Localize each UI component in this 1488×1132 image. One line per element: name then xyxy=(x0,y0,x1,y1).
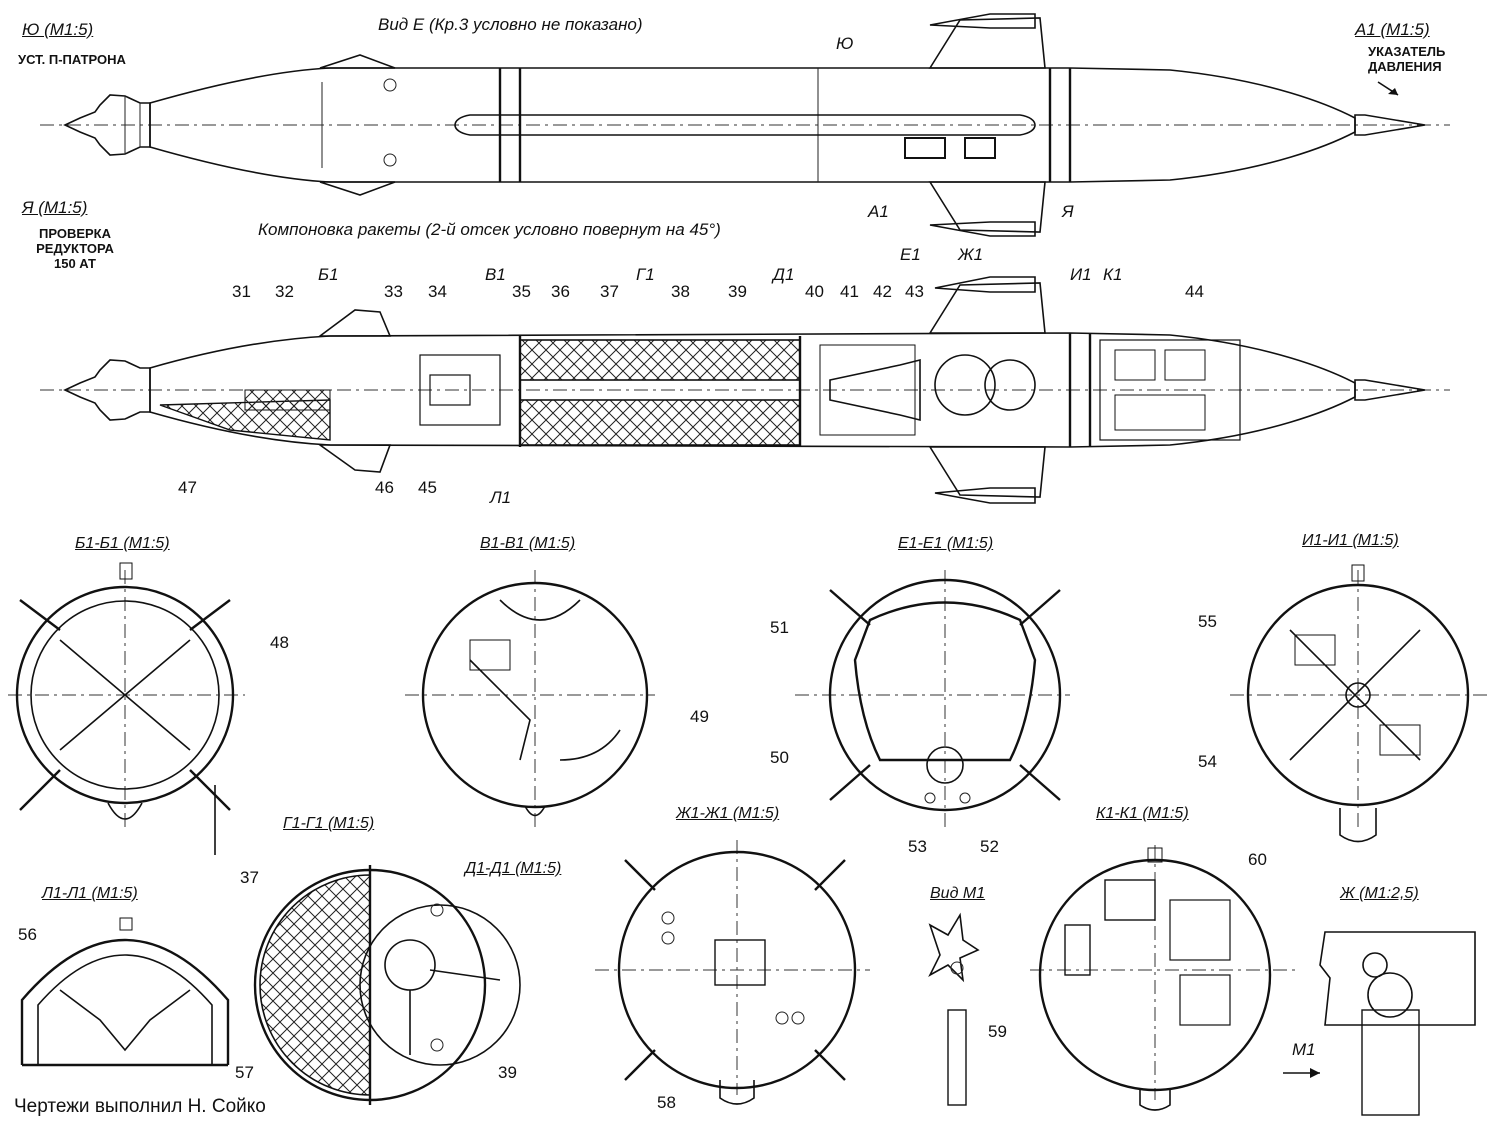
section-zh1-drawing xyxy=(595,840,870,1105)
part-52: 52 xyxy=(980,837,999,856)
layout-caption: Компоновка ракеты (2-й отсек условно пов… xyxy=(258,220,721,239)
part-32: 32 xyxy=(275,282,294,301)
section-b1-drawing xyxy=(8,562,245,855)
cut-i1: И1 xyxy=(1070,265,1092,284)
part-54: 54 xyxy=(1198,752,1217,771)
cut-e1: Е1 xyxy=(900,245,921,264)
part-59: 59 xyxy=(988,1022,1007,1041)
part-43: 43 xyxy=(905,282,924,301)
detail-zh-title: Ж (М1:2,5) xyxy=(1340,885,1419,902)
part-56: 56 xyxy=(18,925,37,944)
section-i1-title: И1-И1 (М1:5) xyxy=(1302,532,1399,549)
cut-yu: Ю xyxy=(836,34,854,53)
part-37-section: 37 xyxy=(240,868,259,887)
arrow-indicator-pressure xyxy=(1377,81,1399,96)
section-k1-title: К1-К1 (М1:5) xyxy=(1096,805,1189,822)
section-b1-title: Б1-Б1 (М1:5) xyxy=(75,535,170,552)
section-zh1-title: Ж1-Ж1 (М1:5) xyxy=(676,805,780,822)
author-credit: Чертежи выполнил Н. Сойко xyxy=(14,1096,266,1117)
cut-m1: М1 xyxy=(1292,1040,1316,1059)
view-ya-note: ПРОВЕРКА РЕДУКТОРА 150 АТ xyxy=(36,226,114,271)
part-57: 57 xyxy=(235,1063,254,1082)
section-i1-drawing xyxy=(1230,564,1488,843)
part-39-section: 39 xyxy=(498,1063,517,1082)
part-35: 35 xyxy=(512,282,531,301)
part-36: 36 xyxy=(551,282,570,301)
section-k1-drawing xyxy=(1030,845,1300,1111)
part-45: 45 xyxy=(418,478,437,497)
part-34: 34 xyxy=(428,282,447,301)
section-l1-drawing xyxy=(20,917,230,1067)
part-33: 33 xyxy=(384,282,403,301)
cut-ya: Я xyxy=(1062,202,1074,221)
cut-d1: Д1 xyxy=(773,265,795,284)
part-51: 51 xyxy=(770,618,789,637)
view-ya-title: Я (М1:5) xyxy=(22,198,88,217)
part-50: 50 xyxy=(770,748,789,767)
layout-section-missile xyxy=(40,276,1450,504)
view-yu-title: Ю (М1:5) xyxy=(22,20,94,39)
part-44: 44 xyxy=(1185,282,1204,301)
section-e1-drawing xyxy=(795,570,1070,830)
view-a1-note: УКАЗАТЕЛЬ ДАВЛЕНИЯ xyxy=(1368,44,1446,74)
part-31: 31 xyxy=(232,282,251,301)
top-view-missile xyxy=(40,13,1450,237)
cut-v1: В1 xyxy=(485,265,506,284)
part-53: 53 xyxy=(908,837,927,856)
vid-e-caption: Вид Е (Кр.3 условно не показано) xyxy=(378,15,643,34)
part-41: 41 xyxy=(840,282,859,301)
cut-l1: Л1 xyxy=(490,488,512,507)
part-38: 38 xyxy=(671,282,690,301)
part-42: 42 xyxy=(873,282,892,301)
vid-m1-drawing xyxy=(928,912,980,1106)
cut-b1: Б1 xyxy=(318,265,339,284)
section-v1-title: В1-В1 (М1:5) xyxy=(480,535,576,552)
cut-a1: А1 xyxy=(868,202,889,221)
part-60: 60 xyxy=(1248,850,1267,869)
cut-g1: Г1 xyxy=(636,265,655,284)
part-58: 58 xyxy=(657,1093,676,1112)
arrow-m1 xyxy=(1283,1068,1320,1078)
part-47: 47 xyxy=(178,478,197,497)
view-yu-note: УСТ. П-ПАТРОНА xyxy=(18,52,126,67)
section-v1-drawing xyxy=(405,570,655,830)
section-g1-title: Г1-Г1 (М1:5) xyxy=(283,815,375,832)
section-e1-title: Е1-Е1 (М1:5) xyxy=(898,535,994,552)
section-d1-title: Д1-Д1 (М1:5) xyxy=(465,860,562,877)
part-46: 46 xyxy=(375,478,394,497)
vid-m1-title: Вид М1 xyxy=(930,885,986,902)
part-49: 49 xyxy=(690,707,709,726)
part-39: 39 xyxy=(728,282,747,301)
part-37: 37 xyxy=(600,282,619,301)
cut-zh1: Ж1 xyxy=(958,245,984,264)
part-40: 40 xyxy=(805,282,824,301)
view-a1-title: А1 (М1:5) xyxy=(1355,20,1430,39)
section-g1-d1-drawing xyxy=(253,865,521,1105)
part-55: 55 xyxy=(1198,612,1217,631)
detail-zh-drawing xyxy=(1319,931,1476,1116)
cut-k1: К1 xyxy=(1103,265,1123,284)
section-l1-title: Л1-Л1 (М1:5) xyxy=(42,885,138,902)
part-48: 48 xyxy=(270,633,289,652)
